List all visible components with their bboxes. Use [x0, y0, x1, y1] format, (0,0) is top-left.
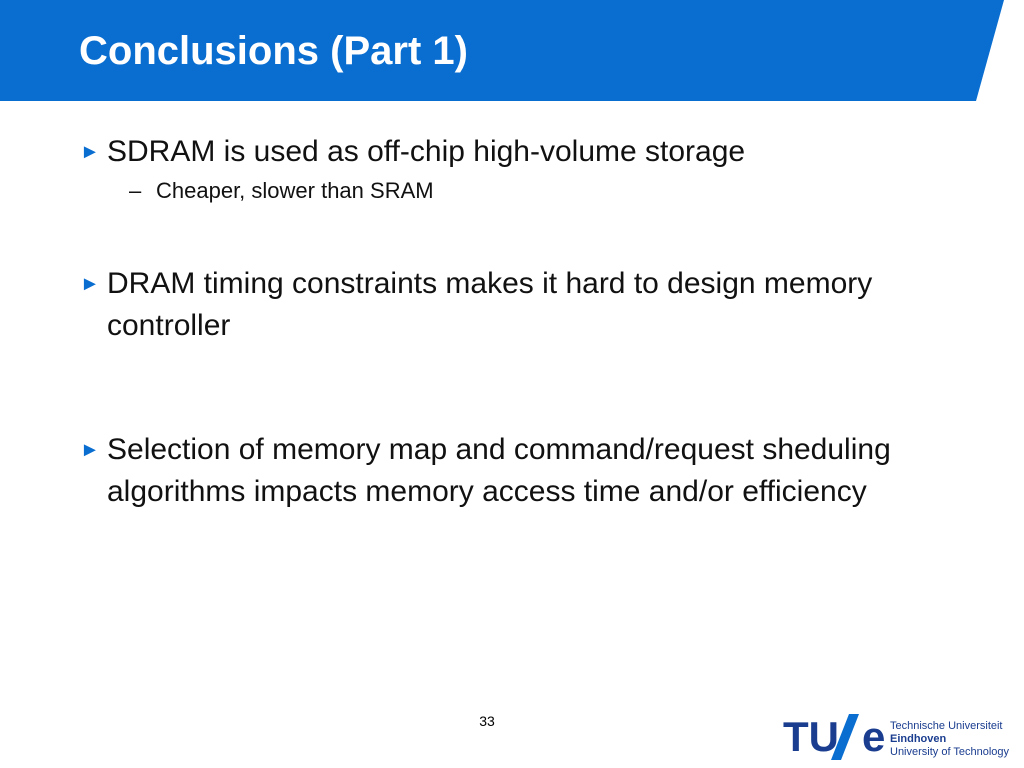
triangle-bullet-icon: ►	[80, 439, 100, 461]
bullet-item-1: ► SDRAM is used as off-chip high-volume …	[80, 131, 900, 173]
bullet-text-2: DRAM timing constraints makes it hard to…	[107, 267, 873, 342]
bullet-text-1: SDRAM is used as off-chip high-volume st…	[107, 135, 746, 168]
logo-line-1: Technische Universiteit	[890, 720, 1003, 732]
triangle-bullet-icon: ►	[80, 141, 100, 163]
logo-mark-e: e	[862, 713, 886, 760]
logo-line-2: Eindhoven	[890, 733, 947, 745]
title-bar	[0, 0, 1004, 101]
sub-bullet-text-1: Cheaper, slower than SRAM	[156, 178, 434, 203]
sub-bullet-item-1: –Cheaper, slower than SRAM	[129, 176, 434, 206]
logo-mark-tu: TU	[783, 713, 839, 760]
page-number: 33	[479, 713, 495, 729]
triangle-bullet-icon: ►	[80, 273, 100, 295]
logo-line-3: University of Technology	[890, 746, 1010, 758]
bullet-text-3: Selection of memory map and command/requ…	[107, 433, 891, 508]
slide-title: Conclusions (Part 1)	[79, 29, 468, 73]
dash-bullet-icon: –	[129, 178, 142, 203]
bullet-item-2: ► DRAM timing constraints makes it hard …	[80, 263, 900, 347]
tue-logo: TU e Technische Universiteit Eindhoven U…	[783, 712, 1009, 762]
bullet-item-3: ► Selection of memory map and command/re…	[80, 429, 900, 513]
logo-slash-icon	[831, 714, 859, 760]
logo-wordmark: Technische Universiteit Eindhoven Univer…	[890, 720, 1009, 759]
